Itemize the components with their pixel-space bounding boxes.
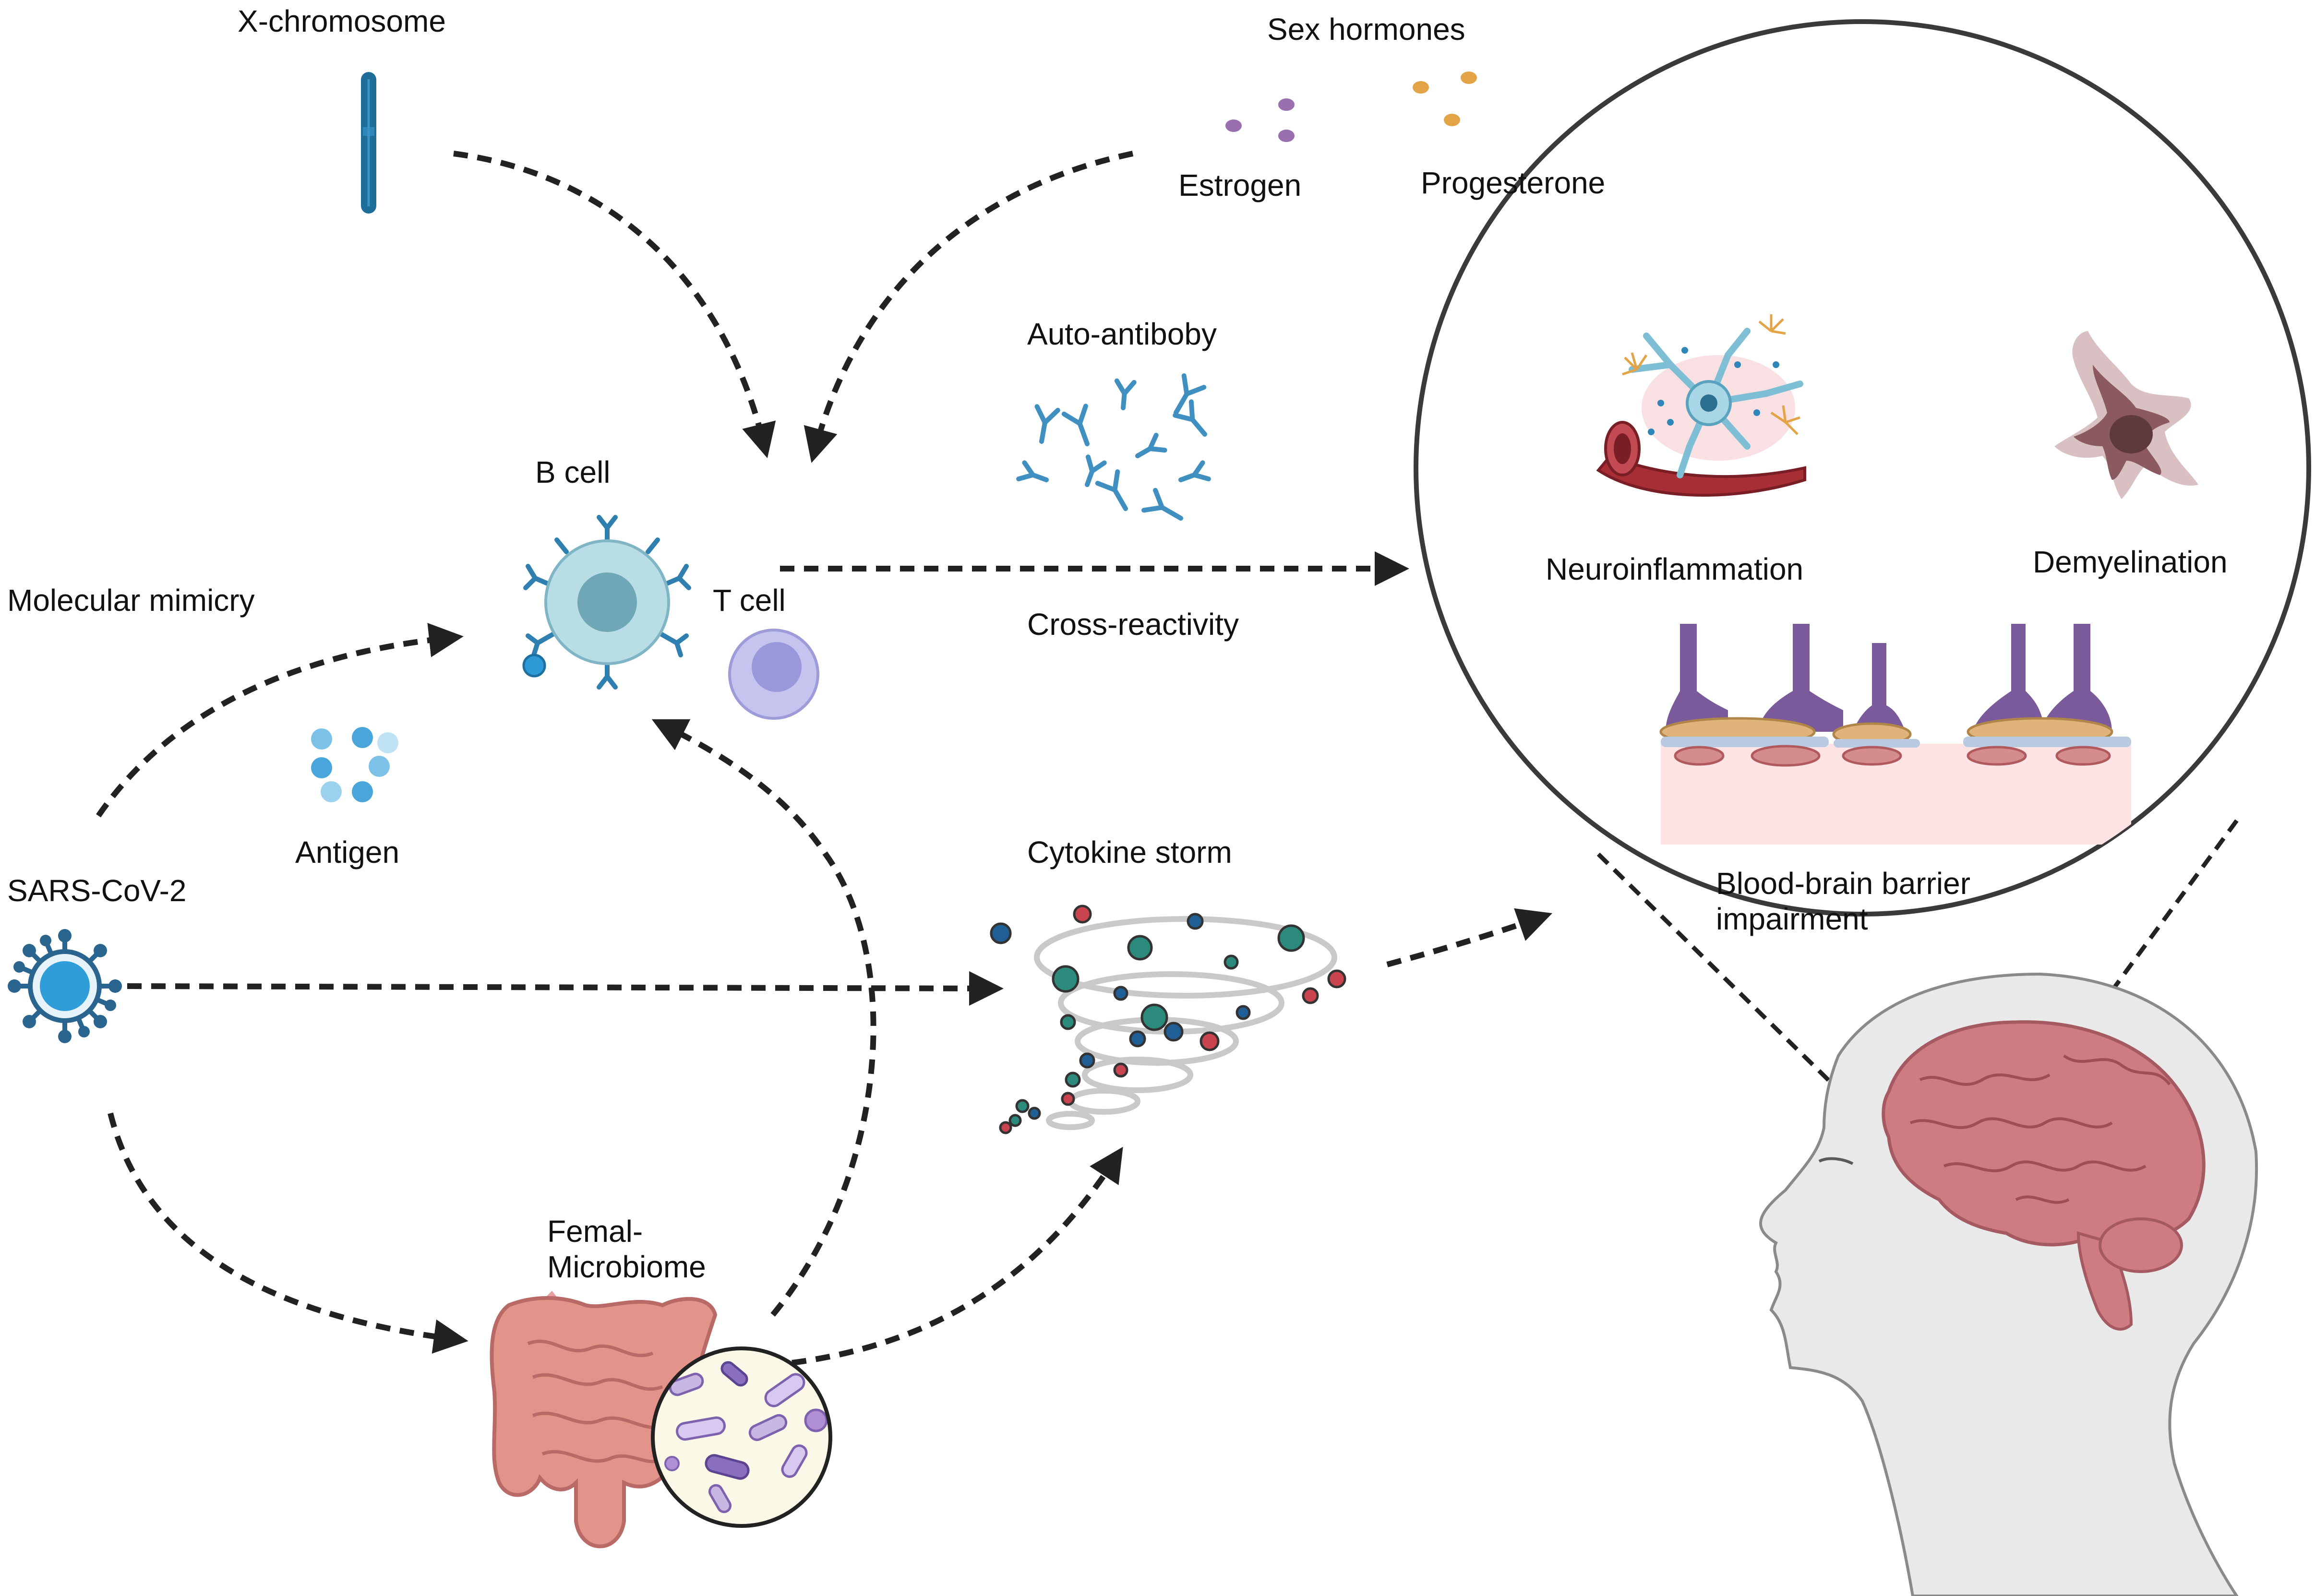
auto-antibody-icons bbox=[1016, 373, 1211, 521]
arrow-hormones-to-bcell bbox=[804, 151, 1134, 463]
sex-hormones-label: Sex hormones bbox=[1267, 12, 1465, 47]
antigen-icon bbox=[311, 727, 398, 802]
arrow-microbiome-to-cytokine bbox=[792, 1146, 1123, 1366]
molecular-mimicry-label: Molecular mimicry bbox=[7, 583, 255, 618]
antigen-label: Antigen bbox=[295, 835, 400, 869]
cytokine-storm-icon bbox=[990, 905, 1346, 1134]
demyelination-icon bbox=[2054, 331, 2198, 499]
arrows bbox=[96, 151, 1552, 1366]
neuroinflammation-label: Neuroinflammation bbox=[1546, 552, 1804, 586]
brain-icon bbox=[1882, 1020, 2206, 1331]
zoom-circle bbox=[1414, 19, 2311, 917]
blood-brain-barrier-label: Blood-brain barrier impairment bbox=[1716, 866, 1971, 936]
neuroinflammation-icon bbox=[1596, 314, 1806, 497]
blood-brain-barrier-icon bbox=[1659, 624, 2131, 845]
t-cell-icon bbox=[728, 629, 819, 720]
x-chromosome-label: X-chromosome bbox=[238, 4, 446, 38]
arrow-cytokine-to-brain bbox=[1386, 908, 1552, 967]
arrow-sars-to-microbiome bbox=[108, 1112, 468, 1354]
estrogen-molecules-icon bbox=[1225, 98, 1295, 142]
femal-microbiome-label: Femal- Microbiome bbox=[547, 1214, 706, 1284]
sars-cov-2-label: SARS-CoV-2 bbox=[7, 873, 187, 908]
auto-antibody-label: Auto-antiboby bbox=[1027, 317, 1217, 351]
b-cell-label: B cell bbox=[535, 455, 611, 489]
arrow-molecular-mimicry bbox=[96, 623, 464, 818]
cytokine-storm-label: Cytokine storm bbox=[1027, 835, 1232, 869]
cross-reactivity-label: Cross-reactivity bbox=[1027, 607, 1239, 642]
progesterone-label: Progesterone bbox=[1421, 166, 1606, 200]
intestine-icon bbox=[490, 1291, 718, 1548]
estrogen-label: Estrogen bbox=[1178, 168, 1302, 202]
x-chromosome-icon bbox=[361, 72, 376, 214]
microbiome-magnifier-icon bbox=[651, 1346, 832, 1528]
t-cell-label: T cell bbox=[713, 583, 786, 618]
arrow-sars-to-cytokine bbox=[127, 971, 1004, 1006]
demyelination-label: Demyelination bbox=[2033, 545, 2228, 579]
arrow-xchromosome-to-bcell bbox=[453, 151, 776, 458]
progesterone-molecules-icon bbox=[1413, 71, 1477, 126]
sars-cov-2-virus-icon bbox=[8, 929, 122, 1043]
b-cell-icon bbox=[522, 515, 691, 690]
arrow-microbiome-to-bcell bbox=[651, 719, 876, 1317]
